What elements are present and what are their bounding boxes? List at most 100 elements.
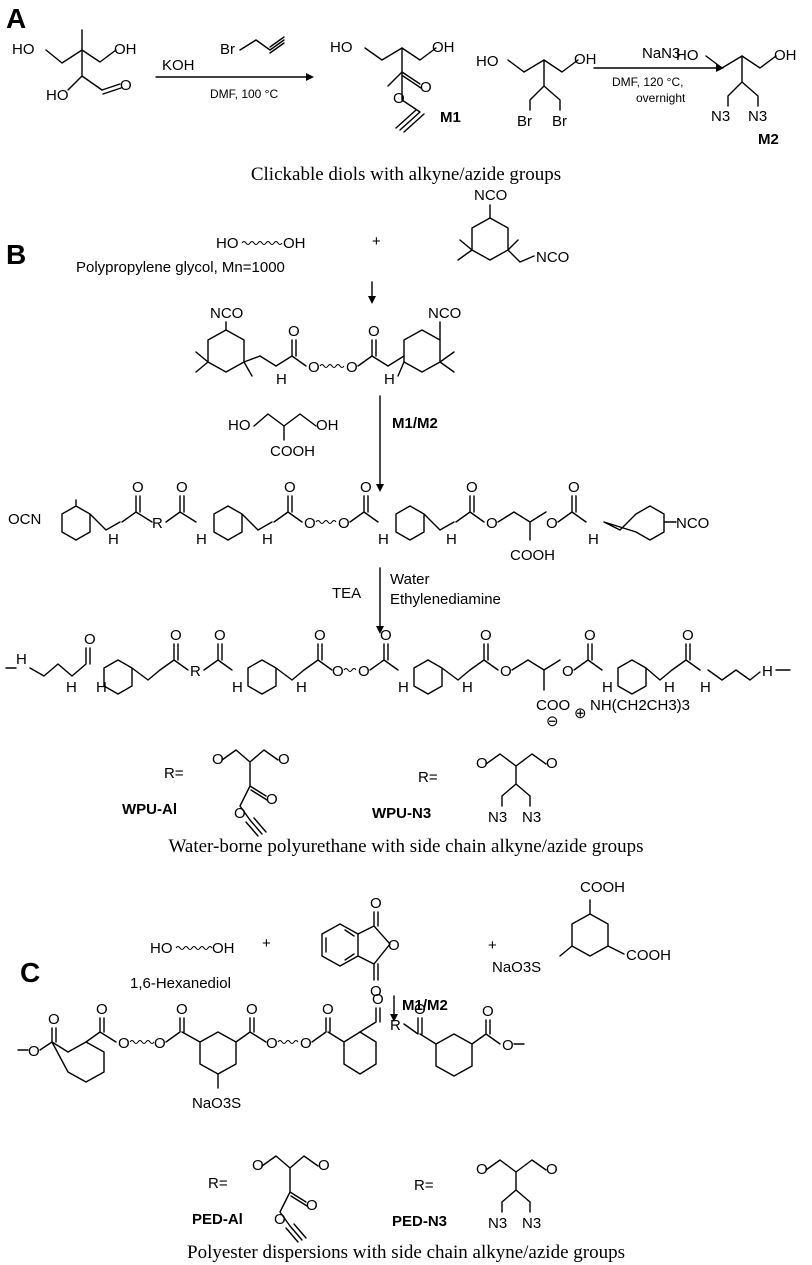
ester-oxygen-label: O [546, 515, 558, 532]
nh-label: H [700, 679, 711, 696]
nh-label: H [602, 679, 613, 696]
nco-prepolymer: NCO O H O O O H NCO [195, 305, 461, 388]
compound-label-m2: M2 [758, 131, 779, 148]
condition-dmf-100: DMF, 100 °C [210, 87, 278, 101]
r-definition-label: R= [414, 1177, 434, 1194]
oxygen-label: O [318, 1157, 330, 1174]
ester-oxygen-label: O [502, 1037, 514, 1054]
r-group-label: R [152, 515, 163, 532]
ester-oxygen-label: O [500, 663, 512, 680]
azide-label: N3 [522, 809, 541, 826]
carbonyl-oxygen-label: O [246, 1001, 258, 1018]
chain-extended-prepolymer: OCN H O R O H H O O O O H H O O COOH O O… [8, 479, 709, 564]
hydroxyl-label: OH [316, 417, 339, 434]
oxygen-label: O [274, 1211, 286, 1228]
carbonyl-oxygen-label: O [48, 1011, 60, 1028]
panel-label-b: B [6, 239, 26, 270]
wpu-n3-label: WPU-N3 [372, 805, 431, 822]
alkyne-r-group: O O O O [252, 1155, 330, 1243]
carbonyl-oxygen-label: O [414, 1001, 426, 1018]
isocyanate-label: NCO [676, 515, 709, 532]
compound-label-m1: M1 [440, 109, 461, 126]
dmpa-structure: HO OH O HO [12, 29, 137, 104]
condition-dmf-120: DMF, 120 °C, [612, 75, 683, 89]
oxygen-label: O [546, 1161, 558, 1178]
carbonyl-oxygen-label: O [368, 323, 380, 340]
bromine-label: Br [552, 113, 567, 130]
propargyl-bromide: Br [220, 36, 285, 58]
ppg-name: Polypropylene glycol, Mn=1000 [76, 259, 285, 276]
hydroxyl-label: HO [46, 87, 69, 104]
hydroxyl-label: HO [228, 417, 251, 434]
ppg-structure: HO OH Polypropylene glycol, Mn=1000 [76, 235, 306, 276]
carbonyl-oxygen-label: O [322, 1001, 334, 1018]
plus-sign: + [488, 937, 497, 954]
m1-structure: HO OH O O M1 [330, 39, 461, 133]
ether-oxygen-label: O [358, 663, 370, 680]
hydroxyl-label: HO [676, 47, 699, 64]
carbonyl-oxygen-label: O [360, 479, 372, 496]
wpu-al-label: WPU-Al [122, 801, 177, 818]
bromine-label: Br [220, 41, 235, 58]
nh-label: H [16, 651, 27, 668]
r-definition-label: R= [208, 1175, 228, 1192]
nh-label: H [276, 371, 287, 388]
azide-label: N3 [488, 1215, 507, 1232]
carboxylic-acid-label: COOH [510, 547, 555, 564]
ped-al-label: PED-Al [192, 1211, 243, 1228]
nh-label: H [384, 371, 395, 388]
oxygen-label: O [266, 791, 278, 808]
reagent-sodium-azide: NaN3 [642, 45, 680, 62]
ester-oxygen-label: O [393, 90, 405, 107]
carboxylic-acid-label: COOH [270, 443, 315, 460]
nh-label: H [262, 531, 273, 548]
isocyanate-label: OCN [8, 511, 41, 528]
ester-oxygen-label: O [486, 515, 498, 532]
condition-overnight: overnight [636, 91, 686, 105]
dibromo-diol-structure: HO OH Br Br [476, 51, 597, 130]
oxygen-label: O [278, 751, 290, 768]
hexanediol-name: 1,6-Hexanediol [130, 975, 231, 992]
oxygen-label: O [234, 805, 246, 822]
oxygen-label: O [306, 1197, 318, 1214]
azide-r-group: O O N3 N3 [476, 753, 558, 826]
phthalic-anhydride-structure: O O O [321, 895, 400, 1000]
hydroxyl-label: OH [774, 47, 797, 64]
carbonyl-oxygen-label: O [314, 627, 326, 644]
ether-oxygen-label: O [332, 663, 344, 680]
carbonyl-oxygen-label: O [284, 479, 296, 496]
reagent-koh: KOH [162, 57, 195, 74]
carbonyl-oxygen-label: O [584, 627, 596, 644]
carbonyl-oxygen-label: O [132, 479, 144, 496]
azide-label: N3 [711, 108, 730, 125]
ester-oxygen-label: O [562, 663, 574, 680]
hydroxyl-label: OH [212, 940, 235, 957]
sulfoisophthalic-acid-structure: COOH COOH NaO3S [492, 879, 671, 976]
hydroxyl-label: OH [114, 41, 137, 58]
nh-label: H [446, 531, 457, 548]
ether-oxygen-label: O [308, 359, 320, 376]
oxygen-label: O [476, 1161, 488, 1178]
carbonyl-oxygen-label: O [288, 323, 300, 340]
carbonyl-oxygen-label: O [96, 1001, 108, 1018]
positive-charge: ⊕ [574, 705, 587, 722]
carbonyl-oxygen-label: O [482, 1003, 494, 1020]
bromine-label: Br [517, 113, 532, 130]
sulfonate-label: NaO3S [192, 1095, 241, 1112]
carbonyl-oxygen-label: O [568, 479, 580, 496]
oxygen-label: O [546, 755, 558, 772]
isocyanate-label: NCO [474, 187, 507, 204]
r-definition-label: R= [418, 769, 438, 786]
carbonyl-oxygen-label: O [84, 631, 96, 648]
plus-sign: + [262, 935, 271, 952]
carbonyl-oxygen-label: O [466, 479, 478, 496]
nh-label: H [96, 679, 107, 696]
ring-oxygen-label: O [388, 937, 400, 954]
nh-label: H [398, 679, 409, 696]
carbonyl-oxygen-label: O [176, 479, 188, 496]
oxygen-label: O [212, 751, 224, 768]
ether-oxygen-label: O [304, 515, 316, 532]
azide-r-group: O O N3 N3 [476, 1159, 558, 1232]
